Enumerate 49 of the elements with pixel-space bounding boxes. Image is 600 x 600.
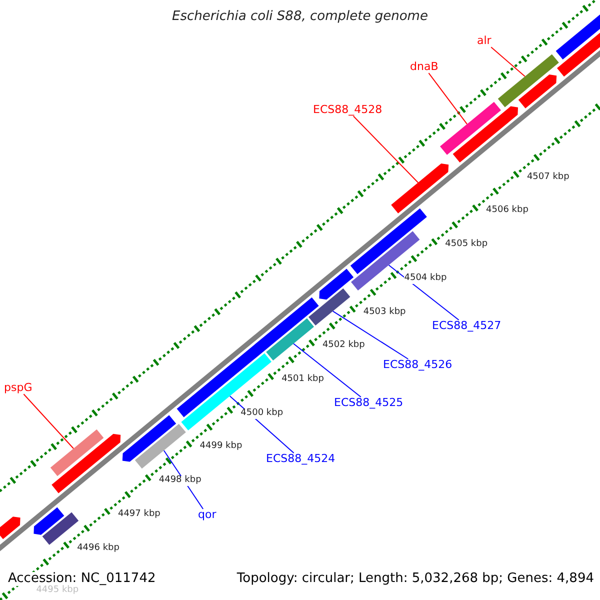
gene-bar xyxy=(391,164,449,214)
gene-bar xyxy=(42,512,79,545)
gene-bar xyxy=(518,74,557,108)
tick-label: 4504 kbp xyxy=(404,274,447,284)
tick-label: 4500 kbp xyxy=(240,408,284,419)
gene-label: pspG xyxy=(4,382,32,394)
tick-label: 4503 kbp xyxy=(363,308,406,318)
gene-bar xyxy=(440,102,501,155)
gene-bar xyxy=(308,288,350,326)
tick-label: 4499 kbp xyxy=(200,442,242,452)
accession-text: Accession: NC_011742 xyxy=(8,572,156,586)
gene-label: qor xyxy=(198,509,216,522)
gene-label: ECS88_4527 xyxy=(432,320,502,332)
tick-label: 4506 kbp xyxy=(486,206,528,216)
tick-label: 4502 kbp xyxy=(322,341,365,352)
gene-bar xyxy=(0,516,20,540)
gene-bar xyxy=(50,429,104,476)
leader-line xyxy=(23,394,74,449)
gene-label: ECS88_4528 xyxy=(313,104,382,116)
gene-bar xyxy=(266,318,314,360)
gene-label: ECS88_4526 xyxy=(383,359,452,372)
leader-line xyxy=(428,72,468,125)
leader-line xyxy=(388,264,460,320)
tick-label: 4507 kbp xyxy=(526,172,570,183)
tick-label: 4496 kbp xyxy=(77,544,120,554)
gene-bar xyxy=(452,106,518,162)
tick-label: 4495 kbp xyxy=(36,586,79,596)
gene-label: ECS88_4524 xyxy=(266,453,336,466)
gene-bar xyxy=(134,424,186,469)
gene-label: alr xyxy=(477,35,492,48)
genome-info-text: Topology: circular; Length: 5,032,268 bp; Genes: 4,894 xyxy=(236,572,594,586)
gene-bar xyxy=(319,268,354,300)
gene-label: ECS88_4525 xyxy=(334,397,404,410)
leader-line xyxy=(352,116,419,184)
tick-label: 4501 kbp xyxy=(282,375,324,385)
gene-bar xyxy=(498,54,559,108)
gene-bar xyxy=(557,30,600,77)
gene-bar xyxy=(350,208,427,274)
leader-line xyxy=(332,310,409,360)
tick-label: 4505 kbp xyxy=(445,240,488,250)
gene-bar xyxy=(122,415,176,462)
leader-line xyxy=(293,343,362,398)
gene-bar xyxy=(52,434,121,494)
title: Escherichia coli S88, complete genome xyxy=(171,10,429,24)
leader-line xyxy=(490,46,526,77)
gene-label: dnaB xyxy=(410,61,438,74)
tick-label: 4498 kbp xyxy=(158,476,202,486)
tick-label: 4497 kbp xyxy=(118,510,160,520)
gene-bar xyxy=(34,507,64,535)
